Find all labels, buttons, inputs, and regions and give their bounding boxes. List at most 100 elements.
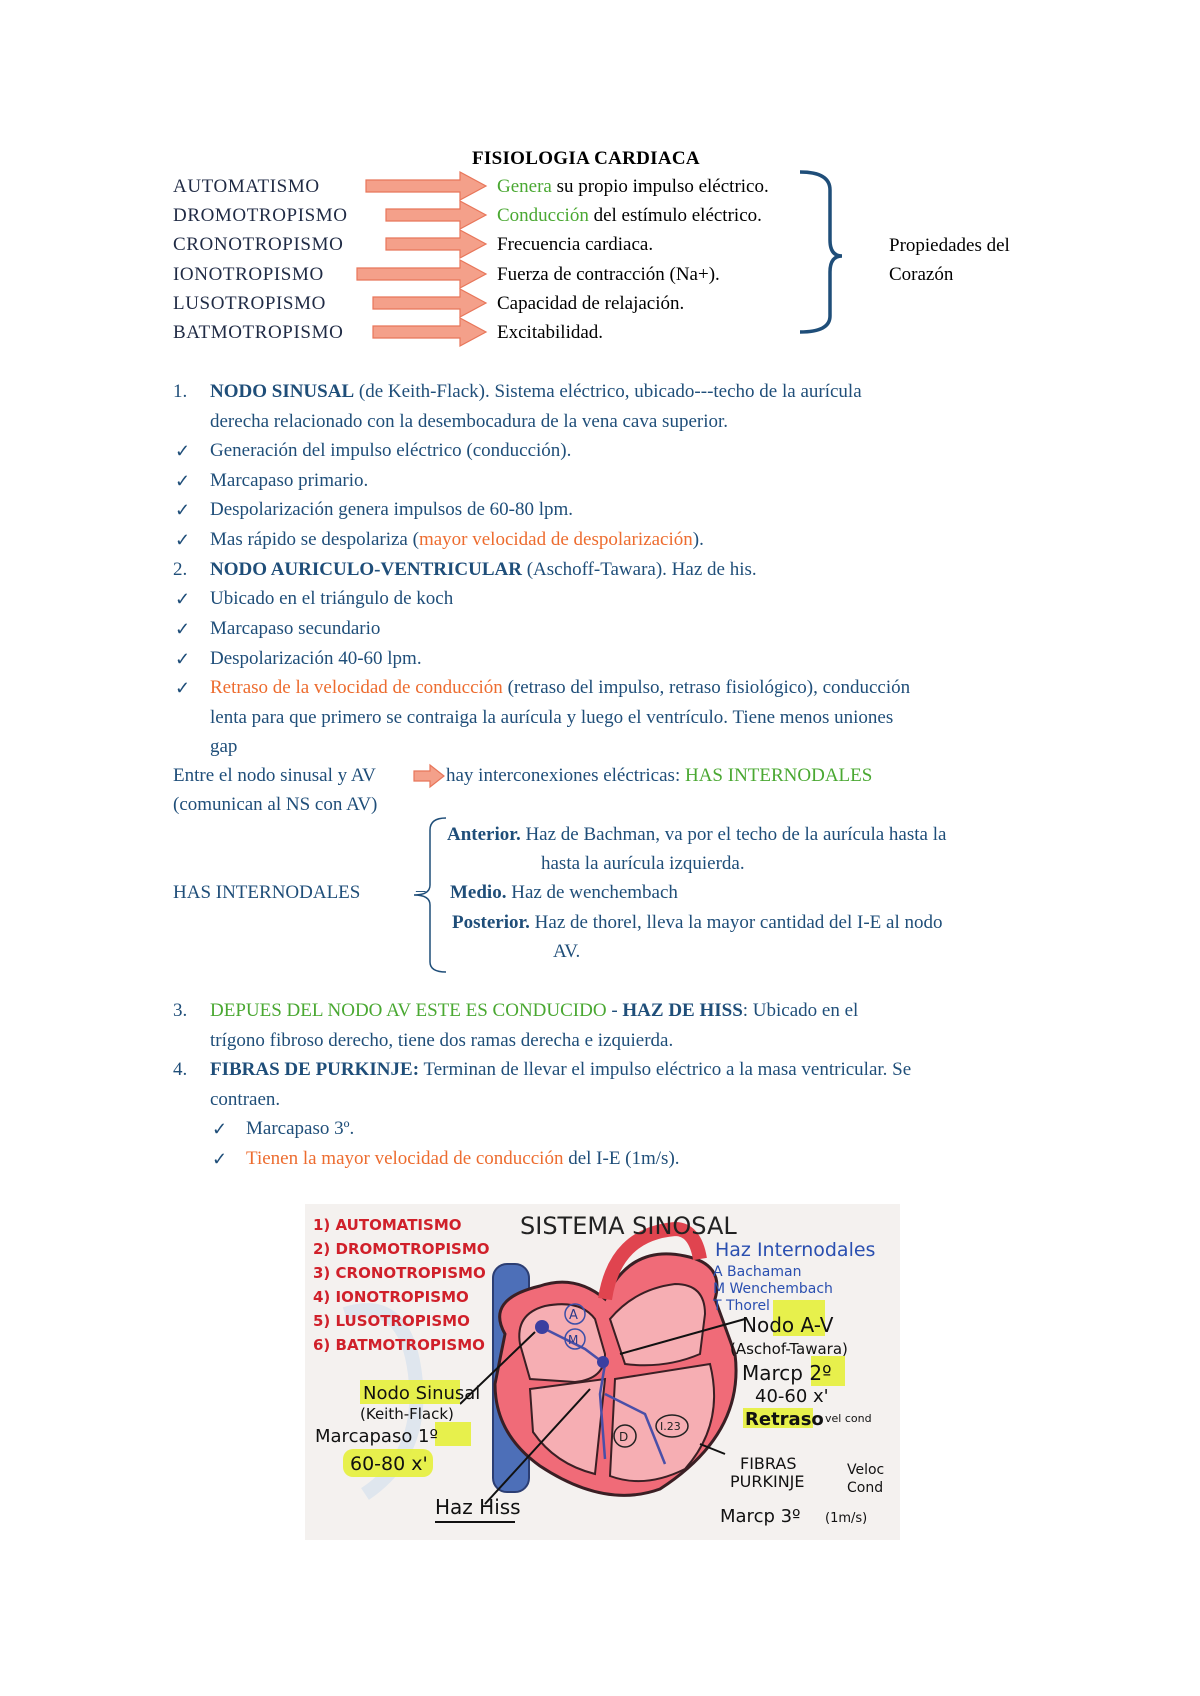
check-item: Tienen la mayor velocidad de conducción …: [246, 1148, 680, 1170]
check-icon: ✓: [175, 530, 191, 550]
highlight-mark: [360, 1380, 460, 1404]
property-desc-text: Frecuencia cardiaca.: [497, 234, 654, 255]
section-3-line2: trígono fibroso derecho, tiene dos ramas…: [210, 1030, 674, 1051]
list-number: 1.: [173, 381, 188, 402]
check-highlight: Tienen la mayor velocidad de conducción: [246, 1148, 564, 1169]
figure-text: Retraso: [745, 1409, 824, 1430]
has-posterior-text: Haz de thorel, lleva la mayor cantidad d…: [529, 912, 943, 933]
aorta-shape: [598, 1221, 707, 1301]
figure-list-item: 1) AUTOMATISMO: [313, 1216, 462, 1234]
section-4-line2: contraen.: [210, 1089, 281, 1110]
check-icon: ✓: [175, 678, 191, 698]
property-desc: Capacidad de relajación.: [497, 293, 684, 315]
check-highlight: Retraso de la velocidad de conducción: [210, 677, 503, 698]
left-ventricle-shape: [608, 1362, 716, 1483]
figure-haz-title: Haz Internodales: [715, 1239, 875, 1261]
has-posterior: Posterior. Haz de thorel, lleva la mayor…: [452, 912, 942, 934]
figure-text: Marcp 2º: [742, 1361, 832, 1385]
section-1-line: NODO SINUSAL (de Keith-Flack). Sistema e…: [210, 381, 862, 403]
has-anterior-line2: hasta la aurícula izquierda.: [541, 853, 745, 874]
page-title: FISIOLOGIA CARDIACA: [472, 148, 700, 169]
figure-heading: SISTEMA SINOSAL: [520, 1212, 737, 1240]
right-atrium-shape: [518, 1303, 607, 1384]
section-2-line: NODO AURICULO-VENTRICULAR (Aschoff-Tawar…: [210, 559, 757, 581]
check-item: Generación del impulso eléctrico (conduc…: [210, 440, 572, 461]
property-desc-text: Fuerza de contracción (Na+).: [497, 264, 720, 285]
figure-haz-item: A Bachaman: [713, 1264, 801, 1280]
pointer-line: [459, 1331, 536, 1405]
check-icon: ✓: [175, 441, 191, 461]
check-item: Retraso de la velocidad de conducción (r…: [210, 677, 910, 699]
figure-text: 60-80 x': [350, 1453, 428, 1475]
highlight-mark: [773, 1300, 825, 1336]
section-heading: NODO AURICULO-VENTRICULAR: [210, 559, 522, 580]
property-desc-highlight: Conducción: [497, 205, 589, 226]
figure-text: 40-60 x': [755, 1386, 829, 1407]
check-icon: ✓: [212, 1119, 228, 1139]
section-4-line: FIBRAS DE PURKINJE: Terminan de llevar e…: [210, 1059, 911, 1081]
arrow-icon: [385, 228, 488, 260]
heart-diagram-image: A M D I.23 1) AUTOMATISMO 2) DROMOTROPIS…: [305, 1204, 900, 1540]
check-text: Mas rápido se despolariza (: [210, 529, 419, 550]
check-icon: ✓: [175, 471, 191, 491]
check-item: Marcapaso 3º.: [246, 1118, 355, 1139]
highlight-mark: [811, 1356, 845, 1386]
check-item: Ubicado en el triángulo de koch: [210, 588, 454, 609]
has-medio-text: Haz de wenchembach: [506, 882, 678, 903]
check-text: del I-E (1m/s).: [563, 1148, 680, 1169]
property-desc: Genera su propio impulso eléctrico.: [497, 176, 769, 198]
arrow-icon: [356, 258, 488, 290]
between-text-a: Entre el nodo sinusal y AV: [173, 765, 376, 786]
figure-list-item: 5) LUSOTROPISMO: [313, 1312, 470, 1330]
property-name: IONOTROPISMO: [173, 264, 324, 285]
has-posterior-line2: AV.: [553, 941, 581, 962]
section-3-line: DEPUES DEL NODO AV ESTE ES CONDUCIDO - H…: [210, 1000, 858, 1022]
between-text: hay interconexiones eléctricas: HAS INTE…: [446, 765, 872, 787]
label-m: M: [568, 1333, 578, 1347]
check-icon: ✓: [212, 1149, 228, 1169]
figure-text: Marcapaso 1º: [315, 1426, 438, 1447]
property-name: CRONOTROPISMO: [173, 234, 344, 255]
check-item-line3: gap: [210, 736, 238, 757]
property-name: AUTOMATISMO: [173, 176, 320, 197]
arrow-icon: [372, 316, 488, 348]
property-desc-text: Capacidad de relajación.: [497, 293, 685, 314]
figure-text: (1m/s): [825, 1511, 867, 1526]
property-desc-text: su propio impulso eléctrico.: [551, 176, 769, 197]
property-name: DROMOTROPISMO: [173, 205, 348, 226]
section-text: Terminan de llevar el impulso eléctrico …: [419, 1059, 912, 1080]
figure-list-item: 4) IONOTROPISMO: [313, 1288, 469, 1306]
dash-mark: –: [416, 880, 426, 901]
between-highlight: HAS INTERNODALES: [684, 765, 873, 786]
property-desc-text: del estímulo eléctrico.: [588, 205, 762, 226]
section-text: (Aschoff-Tawara). Haz de his.: [521, 559, 757, 580]
check-text: (retraso del impulso, retraso fisiológic…: [502, 677, 911, 698]
between-line2: (comunican al NS con AV): [173, 794, 378, 815]
section-heading: HAZ DE HISS: [622, 1000, 743, 1021]
sinus-node-marker: [535, 1320, 549, 1334]
check-icon: ✓: [175, 619, 191, 639]
has-label: HAS INTERNODALES: [173, 882, 361, 903]
check-item: Despolarización genera impulsos de 60-80…: [210, 499, 574, 520]
property-name: LUSOTROPISMO: [173, 293, 326, 314]
label-d: D: [619, 1430, 628, 1444]
figure-list-item: 6) BATMOTROPISMO: [313, 1336, 485, 1354]
highlight-mark: [743, 1408, 813, 1428]
check-highlight: mayor velocidad de despolarización: [418, 529, 693, 550]
has-medio: Medio. Haz de wenchembach: [450, 882, 678, 904]
figure-text: Haz Hiss: [435, 1495, 521, 1519]
figure-list-item: 3) CRONOTROPISMO: [313, 1264, 486, 1282]
check-icon: ✓: [175, 649, 191, 669]
has-anterior: Anterior. Haz de Bachman, va por el tech…: [447, 824, 946, 846]
property-name: BATMOTROPISMO: [173, 322, 344, 343]
between-text-b: hay interconexiones eléctricas:: [446, 765, 685, 786]
figure-text: FIBRAS: [740, 1454, 796, 1473]
figure-text: (Aschof-Tawara): [730, 1340, 848, 1358]
section-highlight: DEPUES DEL NODO AV ESTE ES CONDUCIDO: [210, 1000, 607, 1021]
figure-text: Cond: [847, 1480, 883, 1496]
figure-text: Veloc: [847, 1462, 884, 1478]
arrow-icon: [365, 170, 488, 202]
arrow-icon: [372, 287, 488, 319]
